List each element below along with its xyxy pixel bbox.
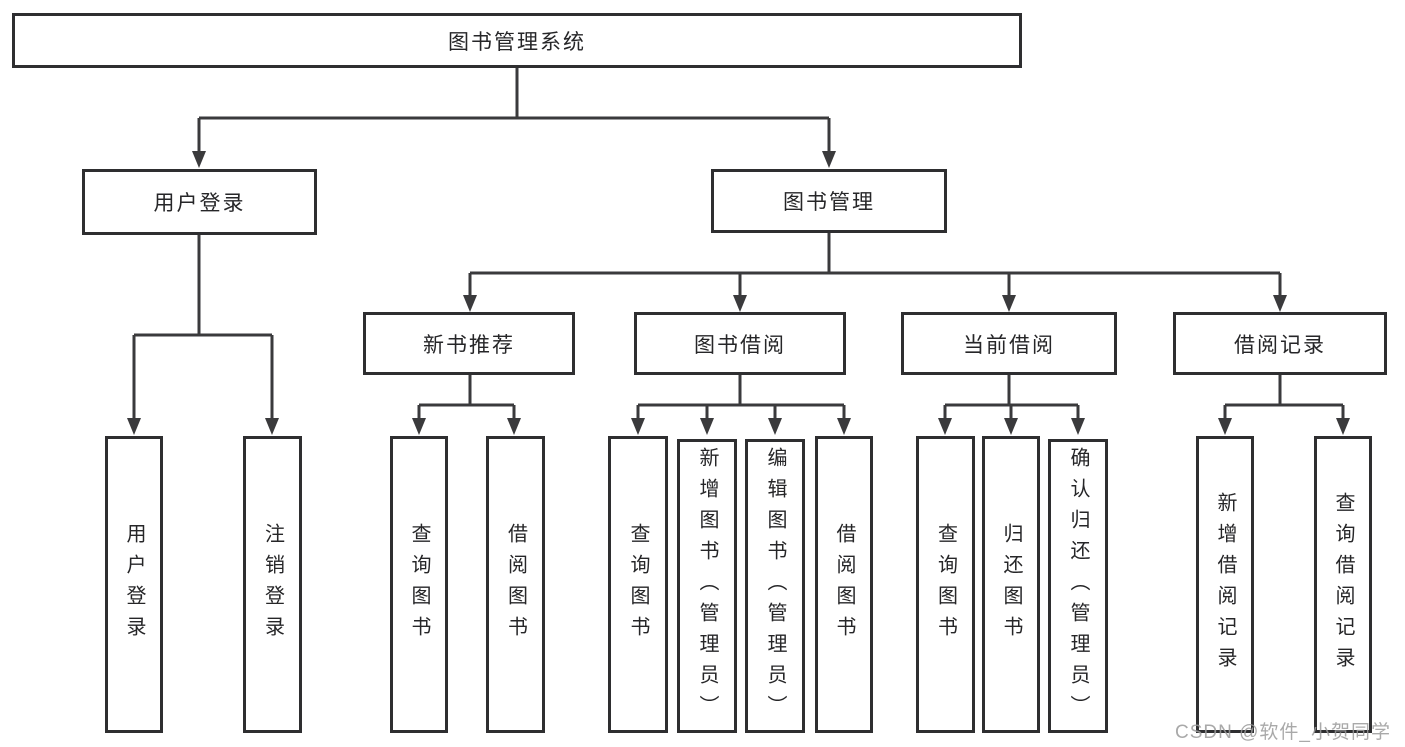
node-leaf-borrow-book-2: 借阅图书 <box>815 436 873 733</box>
node-current-borrow: 当前借阅 <box>901 312 1117 375</box>
node-root-label: 图书管理系统 <box>448 30 586 54</box>
node-current-borrow-label: 当前借阅 <box>963 333 1055 357</box>
node-leaf-query-book-2: 查询图书 <box>608 436 668 733</box>
node-leaf-confirm-return: 确认归还（管理员） <box>1048 439 1108 733</box>
node-leaf-confirm-return-label: 确认归还（管理员） <box>1067 446 1089 726</box>
node-book-borrow: 图书借阅 <box>634 312 846 375</box>
node-leaf-edit-book: 编辑图书（管理员） <box>745 439 805 733</box>
node-leaf-logout-label: 注销登录 <box>261 522 284 647</box>
node-leaf-user-login: 用户登录 <box>105 436 163 733</box>
node-leaf-query-book-3: 查询图书 <box>916 436 975 733</box>
node-leaf-borrow-book-1-label: 借阅图书 <box>504 522 527 647</box>
node-borrow-records: 借阅记录 <box>1173 312 1387 375</box>
node-leaf-query-book-1-label: 查询图书 <box>408 522 430 647</box>
node-user-login-label: 用户登录 <box>153 192 246 215</box>
node-borrow-records-label: 借阅记录 <box>1234 333 1326 357</box>
node-book-borrow-label: 图书借阅 <box>694 333 786 357</box>
node-leaf-query-book-3-label: 查询图书 <box>934 522 957 647</box>
node-root: 图书管理系统 <box>12 13 1022 68</box>
node-leaf-edit-book-label: 编辑图书（管理员） <box>764 446 786 726</box>
node-leaf-borrow-book-1: 借阅图书 <box>486 436 545 733</box>
node-leaf-query-record-label: 查询借阅记录 <box>1332 491 1354 678</box>
node-leaf-borrow-book-2-label: 借阅图书 <box>833 522 855 647</box>
node-leaf-logout: 注销登录 <box>243 436 302 733</box>
node-leaf-add-book-label: 新增图书（管理员） <box>696 446 718 726</box>
node-leaf-add-book: 新增图书（管理员） <box>677 439 737 733</box>
node-leaf-query-record: 查询借阅记录 <box>1314 436 1372 733</box>
node-new-book-recommend-label: 新书推荐 <box>423 333 515 357</box>
node-leaf-return-book: 归还图书 <box>982 436 1040 733</box>
node-user-login: 用户登录 <box>82 169 317 235</box>
csdn-watermark: CSDN @软件_小贺同学 <box>1175 722 1391 743</box>
node-new-book-recommend: 新书推荐 <box>363 312 575 375</box>
node-leaf-user-login-label: 用户登录 <box>123 522 145 647</box>
node-book-management: 图书管理 <box>711 169 947 233</box>
node-leaf-return-book-label: 归还图书 <box>1000 522 1022 647</box>
node-leaf-add-record: 新增借阅记录 <box>1196 436 1254 733</box>
node-book-management-label: 图书管理 <box>783 191 875 214</box>
node-leaf-query-book-2-label: 查询图书 <box>627 522 649 647</box>
node-leaf-query-book-1: 查询图书 <box>390 436 448 733</box>
node-leaf-add-record-label: 新增借阅记录 <box>1214 491 1236 678</box>
